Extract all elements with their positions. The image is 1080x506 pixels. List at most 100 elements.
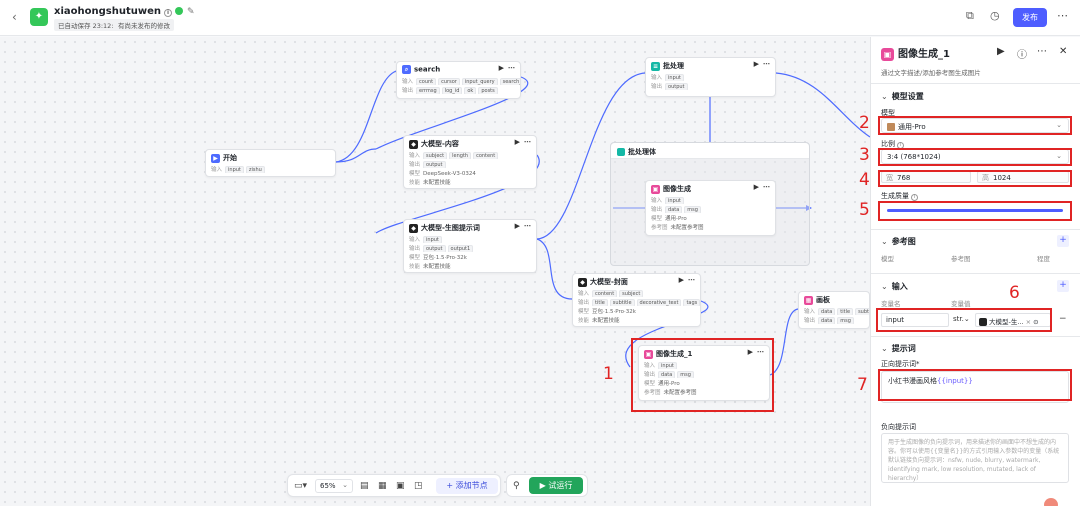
param-chip: input — [665, 197, 684, 204]
run-icon[interactable]: ▶ — [747, 348, 753, 356]
add-reference-button[interactable]: + — [1057, 235, 1069, 247]
section-input[interactable]: ⌄输入 — [881, 281, 908, 292]
var-type: str. — [953, 315, 964, 323]
height-value: 1024 — [993, 174, 1011, 182]
negative-prompt-input[interactable]: 用于生成图像的负向提示词，用来描述你的画面中不想生成的内容。你可以使用{{变量名… — [881, 433, 1069, 483]
edge-prompt-batch — [536, 72, 646, 240]
var-name-input[interactable]: input — [881, 313, 949, 327]
run-icon[interactable]: ▶ — [514, 222, 520, 230]
more-icon[interactable]: ⋯ — [1057, 9, 1068, 22]
chevron-down-icon: ⌄ — [342, 481, 348, 489]
more-icon[interactable]: ⋯ — [508, 64, 515, 72]
chevron-down-icon: ⌄ — [1056, 121, 1062, 129]
positive-prompt-input[interactable]: 小红书漫画风格{{input}} — [881, 371, 1069, 403]
ref-value: 未配置参考图 — [670, 225, 704, 231]
section-reference[interactable]: ⌄参考图 — [881, 236, 916, 247]
remove-input-button[interactable]: − — [1059, 314, 1067, 324]
node-config-panel: ▣图像生成_1 ▶ ⓘ ⋯ ✕ 通过文字描述/添加参考图生成图片 ⌄模型设置 模… — [870, 37, 1080, 506]
section-label: 提示词 — [891, 344, 916, 353]
edit-icon[interactable]: ✎ — [187, 7, 195, 17]
skill-value: 未配置技能 — [423, 264, 451, 270]
node-title: 画板 — [816, 296, 830, 304]
run-icon[interactable]: ▶ — [997, 46, 1005, 57]
run-icon[interactable]: ▶ — [678, 276, 684, 284]
param-chip: decorative_text — [636, 299, 682, 306]
skill-value: 未配置技能 — [592, 318, 620, 324]
close-icon[interactable]: ✕ — [1059, 46, 1068, 57]
help-icon[interactable]: ⓘ — [1017, 50, 1027, 61]
io-label: 输入 — [651, 75, 663, 81]
more-icon[interactable]: ⋯ — [1037, 46, 1047, 57]
annotation-box-4 — [878, 170, 1072, 187]
copy-icon[interactable]: ⧉ — [966, 9, 974, 22]
more-icon[interactable]: ⋯ — [524, 222, 531, 230]
param-chip: zishu — [245, 166, 265, 173]
more-icon[interactable]: ⋯ — [757, 348, 764, 356]
param-chip: title — [837, 308, 854, 315]
history-icon[interactable]: ◷ — [990, 9, 1000, 22]
add-node-button[interactable]: + 添加节点 — [436, 478, 498, 494]
param-chip: subtitle — [609, 299, 635, 306]
io-label: 输入 — [804, 309, 816, 315]
more-icon[interactable]: ⋯ — [524, 138, 531, 146]
try-run-button[interactable]: ▶ 试运行 — [529, 477, 583, 494]
io-label: 输入 — [651, 198, 663, 204]
run-icon[interactable]: ▶ — [753, 60, 759, 68]
io-label: 参考图 — [644, 390, 661, 396]
settings-icon[interactable]: ⊙ — [1033, 318, 1039, 326]
more-icon[interactable]: ⋯ — [688, 276, 695, 284]
var-type-select[interactable]: str.⌄ — [953, 315, 970, 323]
skill-value: 未配置技能 — [423, 180, 451, 186]
io-label: 模型 — [651, 216, 663, 222]
section-model[interactable]: ⌄模型设置 — [881, 91, 924, 102]
zoom-select[interactable]: 65%⌄ — [315, 479, 353, 493]
io-label: 模型 — [644, 381, 656, 387]
debug-icon[interactable]: ⚲ — [513, 481, 520, 491]
quality-slider[interactable] — [887, 209, 1063, 212]
section-prompt[interactable]: ⌄提示词 — [881, 343, 916, 354]
clear-icon[interactable]: × — [1025, 318, 1032, 326]
param-chip: tags — [683, 299, 700, 306]
status-ok-icon — [175, 7, 183, 15]
info-icon[interactable]: i — [911, 194, 918, 201]
canvas-icon: ▦ — [804, 295, 813, 305]
more-icon[interactable]: ⋯ — [763, 183, 770, 191]
divider — [871, 229, 1080, 230]
app-logo: ✦ — [30, 8, 48, 26]
node-title: 大模型-封面 — [590, 278, 628, 286]
grid-icon[interactable]: ▦ — [378, 481, 387, 491]
info-icon[interactable]: i — [164, 9, 172, 17]
param-chip: title — [592, 299, 608, 306]
avatar[interactable] — [1044, 498, 1058, 506]
image-icon[interactable]: ▣ — [396, 481, 405, 491]
layout-icon[interactable]: ◳ — [414, 481, 423, 491]
add-input-button[interactable]: + — [1057, 280, 1069, 292]
more-icon[interactable]: ⋯ — [763, 60, 770, 68]
monitor-icon[interactable]: ▭▾ — [294, 481, 308, 491]
run-icon[interactable]: ▶ — [753, 183, 759, 191]
run-icon[interactable]: ▶ — [514, 138, 520, 146]
io-label: 技能 — [578, 318, 590, 324]
model-select[interactable]: 通用-Pro⌄ — [881, 118, 1069, 133]
param-chip: content — [592, 290, 618, 297]
ref-value: 未配置参考图 — [663, 390, 697, 396]
run-icon[interactable]: ▶ — [498, 64, 504, 72]
io-label: 输出 — [651, 84, 663, 90]
back-arrow-icon[interactable]: ‹ — [12, 10, 17, 24]
publish-button[interactable]: 发布 — [1013, 8, 1047, 27]
comment-icon[interactable]: ▤ — [360, 481, 369, 491]
io-label: 输出 — [578, 300, 590, 306]
param-chip: output — [665, 83, 688, 90]
io-label: 输入 — [409, 237, 421, 243]
